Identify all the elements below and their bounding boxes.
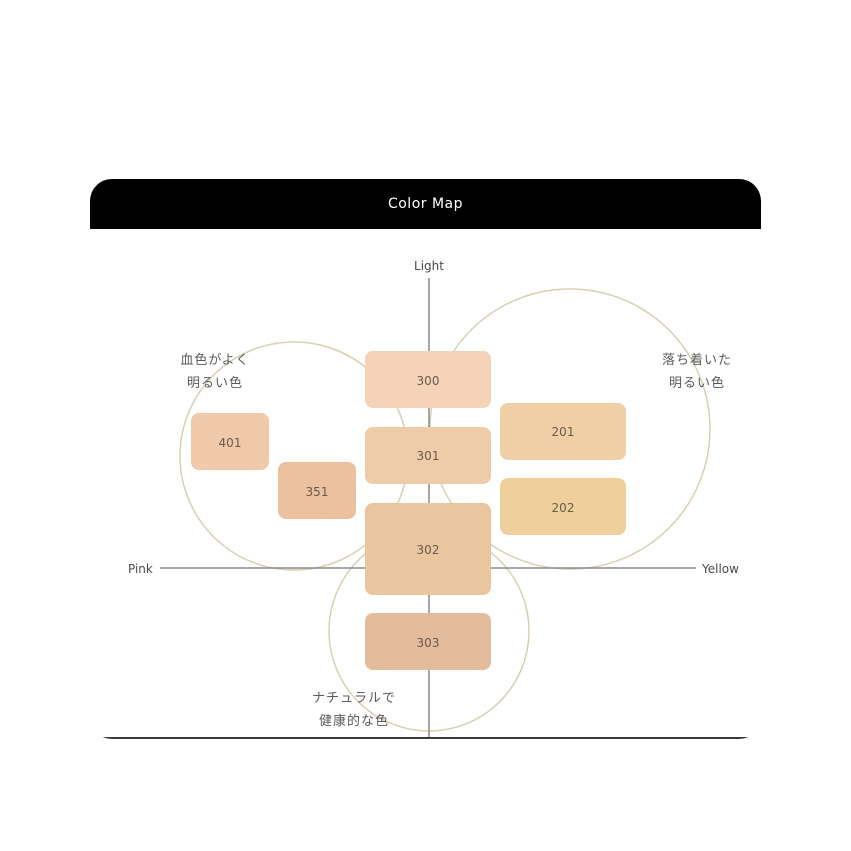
- swatch-301-label: 301: [417, 449, 440, 463]
- axis-label-pink: Pink: [128, 562, 153, 576]
- group-label-natural-line2: 健康的な色: [319, 713, 389, 729]
- swatch-401: 401: [191, 413, 269, 470]
- swatch-201-label: 201: [552, 425, 575, 439]
- axis-label-light: Light: [414, 259, 444, 273]
- swatch-302-label: 302: [417, 543, 440, 557]
- swatch-301-box: [365, 427, 491, 484]
- swatch-303-box: [365, 613, 491, 670]
- swatch-202-label: 202: [552, 501, 575, 515]
- swatch-401-box: [191, 413, 269, 470]
- card-title: Color Map: [387, 196, 464, 212]
- swatch-303-label: 303: [417, 636, 440, 650]
- swatch-202-box: [500, 478, 626, 535]
- swatch-300: 300: [365, 351, 491, 408]
- group-label-yellow-line2: 明るい色: [669, 375, 725, 391]
- swatch-351: 351: [278, 462, 356, 519]
- swatch-351-box: [278, 462, 356, 519]
- swatch-302: 302: [365, 503, 491, 595]
- group-label-pink-line1: 血色がよく: [180, 352, 249, 368]
- swatch-202: 202: [500, 478, 626, 535]
- swatch-401-label: 401: [219, 436, 242, 450]
- group-label-pink-line2: 明るい色: [187, 375, 243, 391]
- swatch-300-box: [365, 351, 491, 408]
- axis-label-yellow: Yellow: [701, 562, 739, 576]
- swatch-300-label: 300: [417, 374, 440, 388]
- swatch-302-box: [365, 503, 491, 595]
- swatch-301: 301: [365, 427, 491, 484]
- swatch-201-box: [500, 403, 626, 460]
- group-label-natural-line1: ナチュラルで: [312, 691, 396, 706]
- group-label-yellow-line1: 落ち着いた: [662, 352, 732, 368]
- card-header: Color Map: [90, 179, 761, 229]
- swatch-201: 201: [500, 403, 626, 460]
- swatch-303: 303: [365, 613, 491, 670]
- swatch-351-label: 351: [306, 485, 329, 499]
- bottom-rule: [102, 737, 749, 739]
